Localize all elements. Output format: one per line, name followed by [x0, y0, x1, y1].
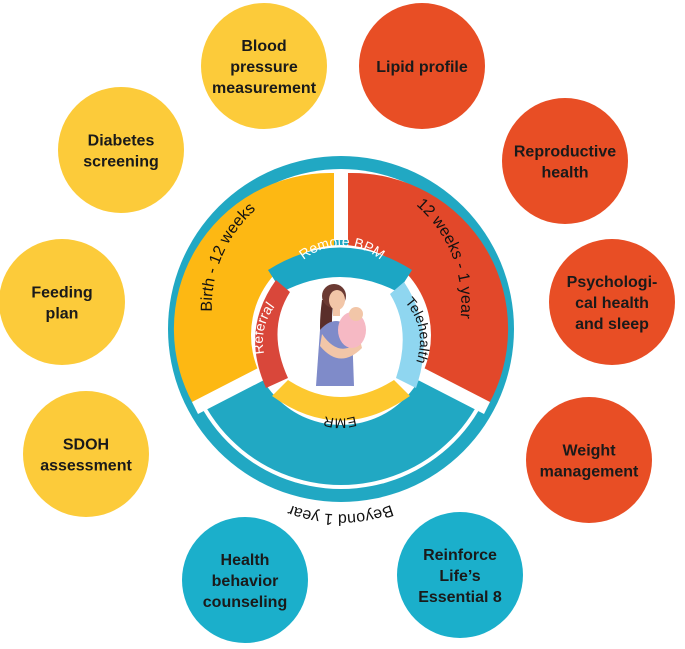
bubble-blood-pressure-circle: [201, 3, 327, 129]
bubble-weight-management-label-line: management: [540, 464, 639, 481]
bubble-reproductive-health-label-line: health: [541, 165, 588, 182]
bubble-weight-management-label-line: Weight: [562, 443, 616, 460]
referral-segment: [255, 280, 290, 388]
bubble-feeding-plan-circle: [0, 239, 125, 365]
bubble-psychological-health-label-line: cal health: [575, 295, 649, 312]
bubble-diabetes-screening-label-line: screening: [83, 154, 159, 171]
bubble-sdoh-assessment-label-line: SDOH: [63, 437, 109, 454]
bubble-feeding-plan-label-line: plan: [46, 306, 79, 323]
bubble-diabetes-screening: Diabetes screening: [58, 87, 184, 213]
bubble-health-behavior-counseling: Health behavior counseling: [182, 517, 308, 643]
central-ring: Birth - 12 weeks 12 weeks - 1 year Beyon…: [168, 156, 514, 527]
bubble-feeding-plan-label-line: Feeding: [31, 285, 92, 302]
bubble-psychological-health-label-line: Psychologi-: [567, 274, 658, 291]
bubble-health-behavior-counseling-label-line: counseling: [203, 594, 287, 611]
bubble-blood-pressure-label-line: measurement: [212, 80, 317, 97]
bubble-health-behavior-counseling-label-line: Health: [221, 552, 270, 569]
bubble-reproductive-health-circle: [502, 98, 628, 224]
bubble-health-behavior-counseling-label-line: behavior: [212, 573, 279, 590]
remote-bpm-segment: [268, 247, 412, 292]
bubble-reinforce-lifes-essential-8-circle: [397, 512, 523, 638]
bubble-lipid-profile-label-line: Lipid profile: [376, 59, 468, 76]
bubble-psychological-health-label-line: and sleep: [575, 316, 649, 333]
bubble-weight-management: Weight management: [526, 397, 652, 523]
bubble-lipid-profile-circle: [359, 3, 485, 129]
bubble-reinforce-lifes-essential-8-label-line: Essential 8: [418, 589, 502, 606]
bubble-reproductive-health-label-line: Reproductive: [514, 144, 616, 161]
bubble-diabetes-screening-label-line: Diabetes: [88, 133, 155, 150]
bubble-health-behavior-counseling-circle: [182, 517, 308, 643]
emr-label: EMR: [322, 413, 358, 431]
emr-segment: [272, 380, 410, 421]
bubble-reproductive-health: Reproductive health: [502, 98, 628, 224]
bubble-psychological-health: Psychologi-cal health and sleep: [549, 239, 675, 365]
bubble-lipid-profile: Lipid profile: [359, 3, 485, 129]
bubble-blood-pressure-label-line: pressure: [230, 59, 298, 76]
bubble-weight-management-circle: [526, 397, 652, 523]
segment-divider-top: [334, 170, 348, 240]
bubble-psychological-health-circle: [549, 239, 675, 365]
bubble-blood-pressure: Blood pressure measurement: [201, 3, 327, 129]
bubble-diabetes-screening-circle: [58, 87, 184, 213]
bubble-sdoh-assessment-circle: [23, 391, 149, 517]
mother-holding-baby-icon: [316, 284, 366, 386]
segment-divider-left: [192, 366, 268, 414]
bubble-reinforce-lifes-essential-8-label-line: Reinforce: [423, 547, 497, 564]
bubble-sdoh-assessment: SDOH assessment: [23, 391, 149, 517]
bubbles-layer: Blood pressure measurement Lipid profileRep…: [0, 3, 675, 643]
bubble-feeding-plan: Feeding plan: [0, 239, 125, 365]
segment-divider-right: [414, 366, 490, 414]
bubble-blood-pressure-label-line: Blood: [241, 38, 286, 55]
telehealth-segment: [390, 282, 424, 388]
beyond-one-year-label: Beyond 1 year: [285, 501, 395, 527]
bubble-sdoh-assessment-label-line: assessment: [40, 458, 132, 475]
bubble-reinforce-lifes-essential-8-label-line: Life’s: [439, 568, 480, 585]
